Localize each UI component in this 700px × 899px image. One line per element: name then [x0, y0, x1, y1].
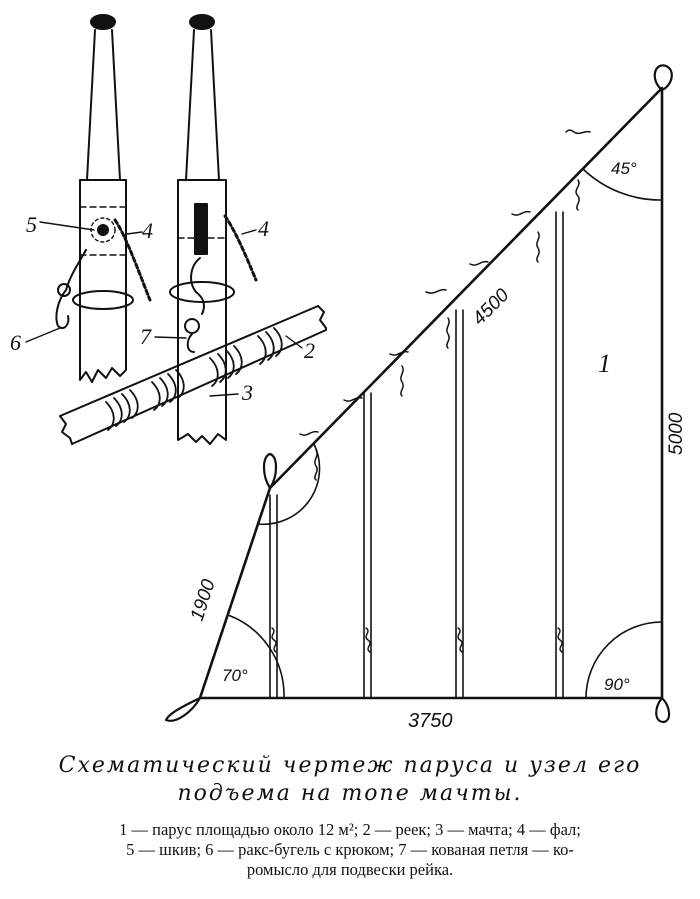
mast-front-view — [169, 14, 258, 445]
callout-leaders — [25, 221, 303, 397]
figure-legend-line2: 5 — шкив; 6 — ракс-бугель с крюком; 7 — … — [126, 840, 574, 859]
luff-corner-loop — [262, 452, 278, 490]
figure-title-line2: подъема на топе мачты. — [177, 781, 523, 806]
batten-ties — [271, 627, 563, 653]
callout-7-loop: 7 — [140, 324, 152, 349]
sail-outline — [198, 86, 664, 700]
figure-legend: 1 — парус площадью около 12 м²; 2 — реек… — [0, 820, 700, 880]
sail-number-label: 1 — [598, 349, 611, 378]
sail-and-mast-drawing: 1 4500 5000 3750 1900 45° 70° 90° — [10, 14, 687, 732]
callout-3-mast: 3 — [241, 380, 253, 405]
mast-detail — [25, 14, 327, 445]
tack-loop — [164, 696, 202, 722]
callout-5-sheave: 5 — [26, 212, 37, 237]
dim-leech-label: 5000 — [666, 412, 687, 455]
dim-luff-label: 4500 — [469, 284, 514, 329]
angle-clew-label: 90° — [604, 675, 630, 694]
sail-battens — [269, 211, 564, 699]
sail-diagram — [164, 64, 673, 724]
angle-arc-clew — [585, 621, 663, 699]
callout-6-hook: 6 — [10, 330, 21, 355]
figure-legend-line1: 1 — парус площадью около 12 м²; 2 — реек… — [119, 820, 581, 839]
clew-loop — [655, 696, 671, 724]
callout-4-halyard-left: 4 — [142, 218, 153, 243]
callout-4-halyard-right: 4 — [258, 216, 269, 241]
yard-spar — [59, 305, 327, 445]
figure-title: Схематический чертеж паруса и узел его п… — [0, 752, 700, 808]
figure-title-line1: Схематический чертеж паруса и узел его — [58, 753, 642, 778]
head-loop — [653, 64, 673, 92]
figure-legend-line3: ромысло для подвески рейка. — [246, 860, 454, 879]
luff-lacing — [299, 129, 591, 481]
angle-tack-label: 70° — [222, 666, 248, 685]
mast-side-view — [55, 14, 152, 383]
callout-2-yard: 2 — [304, 338, 315, 363]
angle-arc-top — [582, 168, 663, 201]
angle-arc-tack — [227, 614, 285, 699]
angle-arc-luff-corner — [257, 443, 321, 526]
dim-foot-label: 3750 — [408, 710, 453, 732]
dim-tack-label: 1900 — [187, 576, 220, 623]
angle-top-label: 45° — [611, 159, 637, 178]
